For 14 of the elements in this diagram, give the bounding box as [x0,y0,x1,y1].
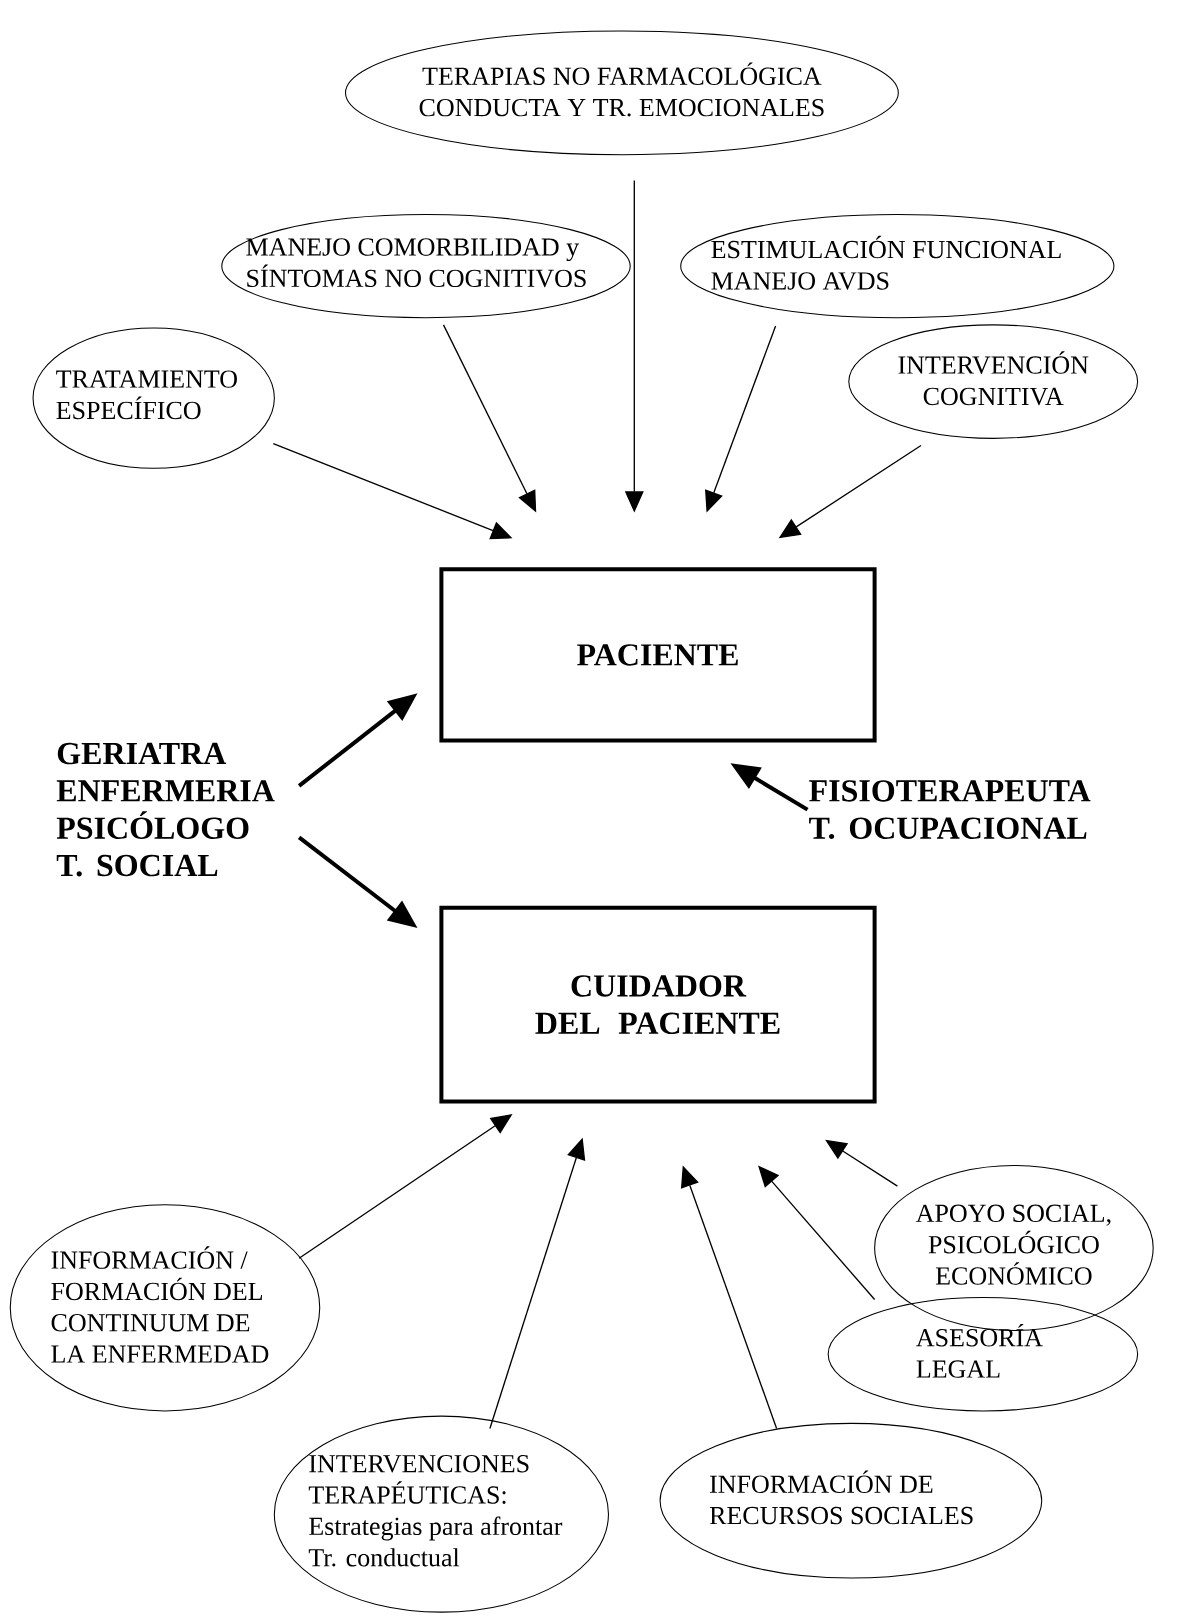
ellipse-node: ASESORÍA LEGAL [827,1296,1139,1412]
ellipse-node: ESTIMULACIÓN FUNCIONAL MANEJO AVDS [680,213,1115,319]
team-label: FISIOTERAPEUTA T. OCUPACIONAL [809,780,1091,840]
process-box: PACIENTE [439,567,877,743]
ellipse-node: INFORMACIÓN DE RECURSOS SOCIALES [659,1422,1043,1579]
team-label: GERIATRA ENFERMERIA PSICÓLOGO T. SOCIAL [56,742,275,877]
arrow [825,1139,899,1187]
ellipse-node: TERAPIAS NO FARMACOLÓGICA CONDUCTA Y TR. EMOCIONALES [344,30,899,156]
ellipse-node: MANEJO COMORBILIDAD y SÍNTOMAS NO COGNITIVOS [221,213,631,319]
ellipse-node: INTERVENCIONES TERAPÉUTICAS: Estrategias para afrontar Tr. conductual [273,1415,609,1613]
ellipse-node: INFORMACIÓN / FORMACIÓN DEL CONTINUUM DE LA ENFERMEDAD [9,1204,321,1412]
ellipse-node: TRATAMIENTO ESPECÍFICO [32,327,275,469]
ellipse-node: INTERVENCIÓN COGNITIVA [848,324,1139,439]
process-box: CUIDADOR DEL PACIENTE [439,905,877,1104]
